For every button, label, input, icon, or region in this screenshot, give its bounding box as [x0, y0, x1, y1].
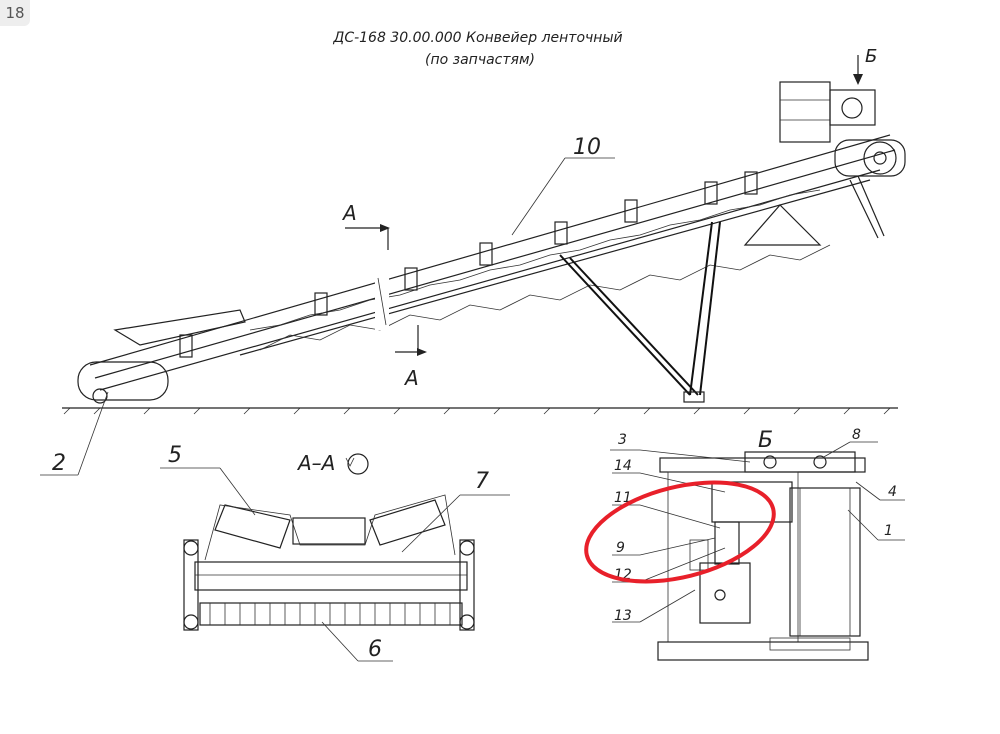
part-label-5: 5 — [168, 443, 182, 468]
part-label-13: 13 — [614, 608, 632, 624]
part-label-7: 7 — [475, 469, 489, 494]
part-label-8: 8 — [852, 427, 861, 443]
view-b: Б 3 8 14 4 11 — [584, 427, 905, 661]
rotation-icon — [347, 453, 369, 475]
part-label-6: 6 — [368, 637, 382, 662]
view-b-arrow-label: Б — [865, 46, 877, 67]
section-a-top: А — [341, 201, 357, 225]
part-label-14: 14 — [614, 458, 632, 474]
highlight-ellipse — [584, 480, 776, 584]
drawing-title: ДС-168 30.00.000 Конвейер ленточный — [332, 30, 622, 46]
part-label-4: 4 — [888, 484, 897, 500]
conveyor-side-view: 10 2 А А Б — [40, 46, 906, 476]
section-a-bottom: А — [403, 366, 419, 390]
part-label-10: 10 — [573, 135, 601, 160]
page-number-badge: 18 — [0, 0, 30, 26]
part-label-2: 2 — [52, 451, 66, 476]
part-label-1: 1 — [884, 523, 893, 539]
part-label-9: 9 — [616, 540, 625, 556]
section-aa-title: А–А — [296, 451, 335, 475]
section-a-a: А–А 5 — [160, 443, 510, 662]
drawing-subtitle: (по запчастям) — [425, 52, 535, 68]
view-b-title: Б — [758, 428, 773, 453]
part-label-3: 3 — [618, 432, 627, 448]
